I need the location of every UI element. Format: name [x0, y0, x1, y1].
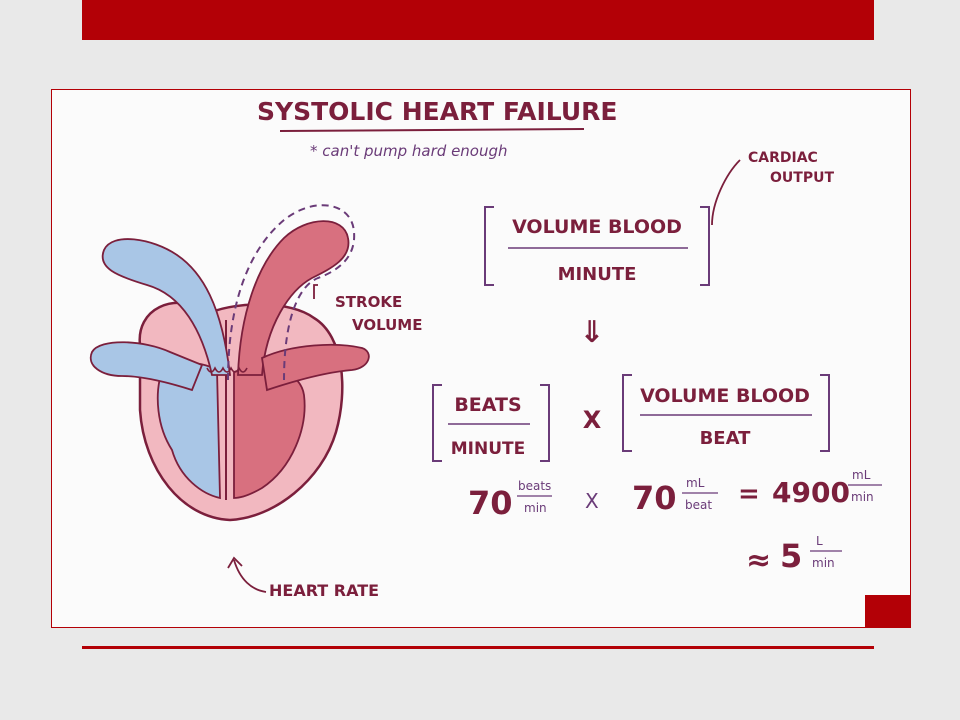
corner-accent-block	[865, 595, 910, 627]
formula-bottom-right-denominator: BEAT	[700, 428, 752, 449]
heart-rate-arrow	[233, 559, 267, 593]
calc-approx-unit-bottom: min	[812, 556, 835, 570]
calc-times: X	[585, 489, 599, 513]
blue-vessel-upper	[101, 238, 232, 376]
heart-rate-label: HEART RATE	[269, 581, 379, 600]
calc-heart-rate-unit-top: beats	[518, 479, 551, 493]
calc-equals: =	[738, 479, 760, 509]
formula-bottom-times: X	[583, 406, 602, 434]
bottom-accent-rule	[82, 646, 874, 649]
formula-bottom-right-bracket-left	[622, 374, 632, 452]
stroke-volume-label-line1: STROKE	[335, 293, 402, 311]
formula-bottom-right-numerator: VOLUME BLOOD	[640, 385, 810, 407]
calc-stroke-volume-unit-bottom: beat	[685, 498, 712, 512]
red-vessel-aorta	[237, 220, 350, 376]
stroke-volume-outline	[227, 204, 356, 381]
cardiac-output-label-line2: OUTPUT	[770, 170, 834, 186]
heart-rate-arrowhead	[227, 556, 243, 569]
cardiac-output-brace	[711, 159, 741, 226]
formula-bottom-left-bracket-right	[540, 384, 550, 462]
formula-top-denominator: MINUTE	[558, 264, 637, 285]
formula-bottom-left-denominator: MINUTE	[451, 439, 525, 459]
stroke-volume-bracket	[313, 284, 318, 299]
calc-heart-rate-value: 70	[468, 484, 513, 522]
heart-valves	[206, 366, 248, 373]
heart-illustration	[89, 204, 370, 522]
formula-down-arrow: ⇓	[579, 315, 604, 350]
calc-result-unit-top: mL	[852, 468, 871, 482]
calc-heart-rate-unit-bottom: min	[524, 501, 547, 515]
blue-vessel-lower	[89, 341, 204, 392]
top-accent-bar	[82, 0, 874, 40]
diagram-title: SYSTOLIC HEART FAILURE	[257, 97, 617, 126]
stroke-volume-label-line2: VOLUME	[352, 316, 422, 334]
red-vessel-pulmonary	[261, 343, 370, 392]
title-underline	[279, 128, 585, 132]
diagram-subtitle: * can't pump hard enough	[310, 142, 508, 160]
formula-bottom-left-bracket-left	[432, 384, 442, 462]
calc-result-value: 4900	[772, 476, 850, 509]
formula-top-bracket-left	[484, 206, 494, 286]
formula-bottom-left-numerator: BEATS	[454, 394, 521, 416]
cardiac-output-label-line1: CARDIAC	[748, 150, 818, 166]
formula-top-bracket-right	[700, 206, 710, 286]
calc-approx-value: 5	[780, 537, 802, 575]
calc-approx-unit-top: L	[816, 534, 823, 548]
slide-image-frame: SYSTOLIC HEART FAILURE * can't pump hard…	[51, 89, 911, 628]
heart-failure-diagram: SYSTOLIC HEART FAILURE * can't pump hard…	[89, 97, 882, 600]
formula-bottom-right-bracket-right	[820, 374, 830, 452]
calc-result-unit-bottom: min	[851, 490, 874, 504]
calc-stroke-volume-value: 70	[632, 479, 677, 517]
calc-stroke-volume-unit-top: mL	[686, 476, 705, 490]
formula-top-numerator: VOLUME BLOOD	[512, 216, 682, 238]
calc-approx-sign: ≈	[746, 543, 771, 578]
